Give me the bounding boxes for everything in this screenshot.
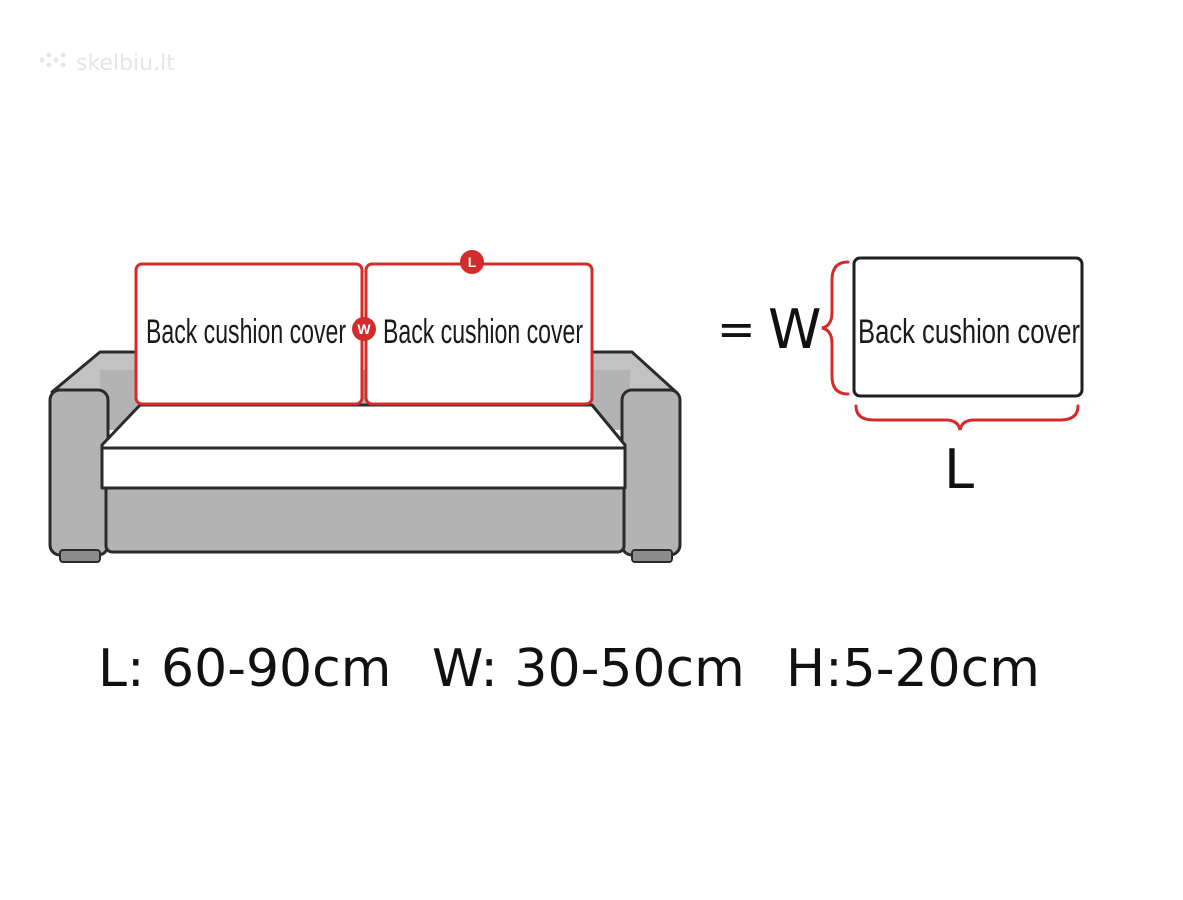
detail-length-letter: L — [944, 438, 974, 501]
width-badge — [352, 317, 376, 341]
height-spec: H:5-20cm — [786, 639, 1040, 699]
dimension-specs: L: 60-90cm W: 30-50cm H:5-20cm — [98, 639, 1040, 699]
right-cushion-label: Back cushion cover — [383, 313, 583, 351]
length-badge-letter: L — [468, 254, 477, 270]
equals-sign: = — [717, 302, 756, 356]
length-spec: L: 60-90cm — [98, 639, 391, 699]
watermark: skelbiu.lt — [39, 51, 175, 76]
cushion-detail: = W Back cushion cover L — [717, 256, 1084, 501]
width-spec: W: 30-50cm — [432, 639, 745, 699]
detail-cushion-label: Back cushion cover — [858, 313, 1080, 351]
sofa-base — [104, 480, 626, 554]
left-cushion-label: Back cushion cover — [146, 313, 346, 351]
width-brace-icon — [821, 260, 850, 396]
sofa-left-arm — [48, 388, 110, 557]
detail-width-letter: W — [768, 298, 821, 361]
sofa-right-foot — [631, 549, 673, 563]
sofa-left-foot — [59, 549, 101, 563]
length-brace-icon — [854, 404, 1080, 431]
width-badge-letter: W — [357, 321, 371, 337]
watermark-dots-icon — [39, 52, 66, 68]
detail-cushion — [852, 256, 1084, 398]
watermark-text: skelbiu.lt — [76, 51, 175, 76]
length-badge — [460, 250, 484, 274]
sofa-illustration: Back cushion cover Back cushion cover W … — [48, 250, 682, 563]
sofa-right-arm — [620, 388, 682, 557]
